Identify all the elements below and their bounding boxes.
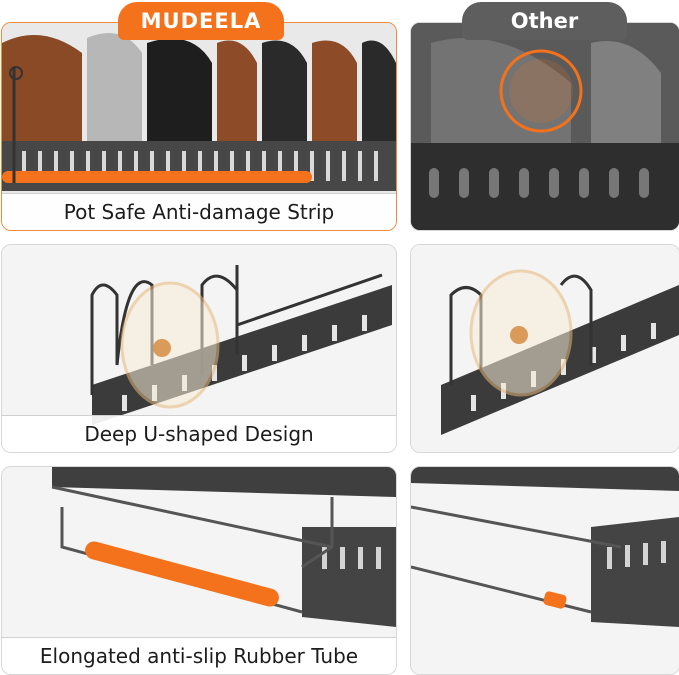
panel-other-rubber-tube [410, 466, 679, 675]
panel-other-u-shape [410, 244, 679, 453]
pans-with-strip-image [2, 23, 396, 230]
caption-rubber-tube: Elongated anti-slip Rubber Tube [2, 637, 396, 674]
caption-u-shaped-design: Deep U-shaped Design [2, 415, 396, 452]
panel-mudeela-strip: Pot Safe Anti-damage Strip [1, 22, 397, 231]
other-u-shape-rack-image [411, 245, 679, 452]
panel-other-strip [410, 22, 679, 231]
mudeela-tab: MUDEELA [118, 2, 284, 40]
other-short-rubber-image [411, 467, 679, 674]
other-rack-scratch-image [411, 23, 679, 230]
panel-mudeela-rubber-tube: Elongated anti-slip Rubber Tube [1, 466, 397, 675]
panel-mudeela-u-shape: Deep U-shaped Design [1, 244, 397, 453]
caption-anti-damage-strip: Pot Safe Anti-damage Strip [2, 193, 396, 230]
other-tab: Other [462, 2, 627, 40]
